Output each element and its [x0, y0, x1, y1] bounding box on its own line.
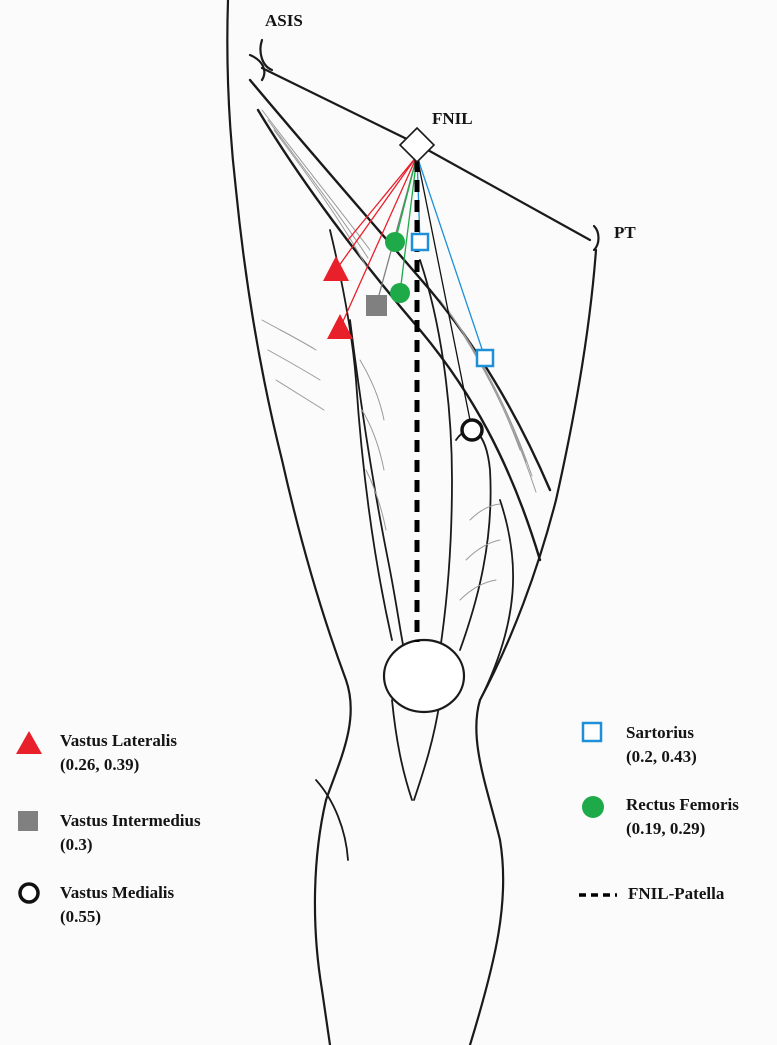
inguinal-line-fnil-pt [417, 144, 590, 240]
vastus-lateralis-border [330, 230, 392, 640]
legend-blue-square-icon [577, 718, 617, 748]
legend-vastus-medialis-name: Vastus Medialis [60, 882, 174, 904]
vastus-medialis-left [456, 430, 491, 650]
legend-dashed-line-icon [577, 885, 627, 905]
muscle-shading [262, 110, 536, 600]
sartorius-marker [477, 350, 493, 366]
pt-bump [594, 226, 599, 250]
legend-sartorius-values: (0.2, 0.43) [626, 746, 697, 768]
label-fnil: FNIL [432, 108, 473, 129]
leg-outline-left [227, 0, 350, 1045]
legend-vastus-medialis-values: (0.55) [60, 906, 101, 928]
patella-tendon-right [414, 700, 440, 800]
fnil-marker [400, 128, 434, 162]
legend-vastus-lateralis-name: Vastus Lateralis [60, 730, 177, 752]
patella [384, 640, 464, 712]
legend-gray-square-icon [12, 806, 52, 836]
vastus-lateralis-marker [323, 256, 349, 281]
leg-outline-right [470, 250, 596, 1045]
rectus-femoris-left [350, 320, 404, 650]
patella-tendon-left [392, 700, 412, 800]
rectus-femoris-right [420, 260, 452, 650]
label-asis: ASIS [265, 10, 303, 31]
legend-red-triangle-icon [12, 728, 52, 758]
inguinal-line-asis-fnil [262, 68, 417, 144]
rectus-femoris-marker [385, 232, 405, 252]
legend-rectus-femoris-name: Rectus Femoris [626, 794, 739, 816]
legend-vastus-lateralis-values: (0.26, 0.39) [60, 754, 139, 776]
legend-vastus-intermedius-name: Vastus Intermedius [60, 810, 201, 832]
legend-sartorius-name: Sartorius [626, 722, 694, 744]
vastus-intermedius-marker [366, 295, 387, 316]
label-pt: PT [614, 222, 636, 243]
legend-rectus-femoris-values: (0.19, 0.29) [626, 818, 705, 840]
legend-vastus-intermedius-values: (0.3) [60, 834, 93, 856]
vastus-medialis-marker [462, 420, 482, 440]
legend-green-circle-icon [577, 792, 617, 822]
vastus-medialis-right [480, 500, 513, 700]
sartorius-marker [412, 234, 428, 250]
rectus-femoris-marker [390, 283, 410, 303]
legend-fnil-patella-name: FNIL-Patella [628, 883, 724, 905]
legend-black-circle-icon [12, 878, 52, 908]
